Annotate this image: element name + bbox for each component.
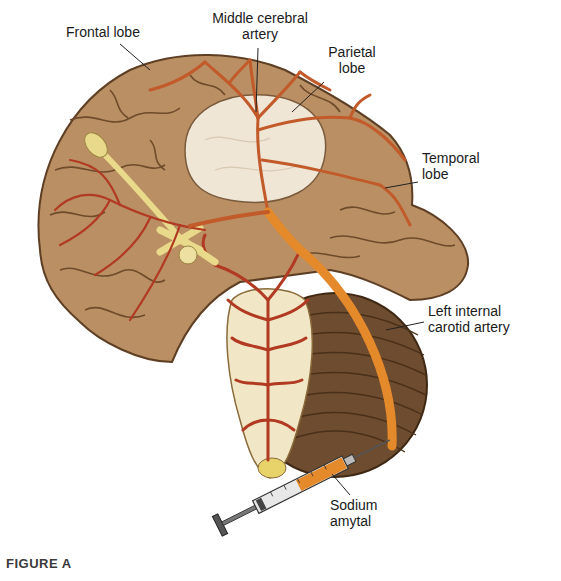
- part-label: Middle cerebral artery: [198, 10, 322, 42]
- medulla-end: [258, 458, 286, 478]
- basilar-vessels: [203, 235, 308, 460]
- brainstem: [227, 289, 312, 478]
- mca-branches: [150, 60, 410, 225]
- internal-carotid-artery: [268, 212, 392, 446]
- leader-lines: [120, 44, 424, 495]
- anterior-cerebral-artery: [190, 212, 268, 226]
- part-label: Frontal lobe: [66, 24, 176, 40]
- figure-caption: FIGURE A: [6, 556, 72, 571]
- part-label: Temporal lobe: [422, 150, 490, 182]
- frontal-arteries: [55, 160, 205, 320]
- insula-folds: [205, 137, 300, 171]
- part-label: Parietal lobe: [318, 44, 386, 76]
- cerebrum: [39, 55, 469, 362]
- part-label: Sodium amytal: [330, 497, 404, 529]
- part-label: Left internal carotid artery: [428, 303, 546, 335]
